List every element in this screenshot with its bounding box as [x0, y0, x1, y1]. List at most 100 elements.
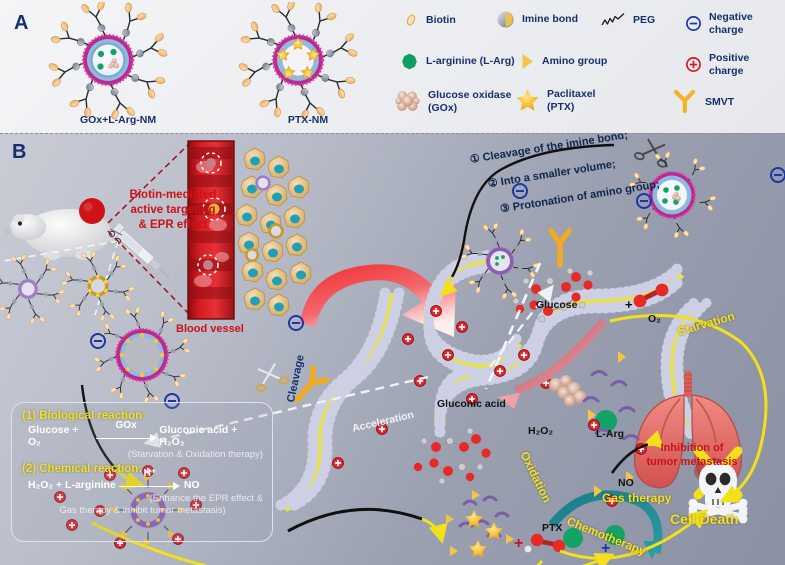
no-label: NO: [618, 477, 634, 489]
legend-item-positive-charge: Positive charge: [685, 52, 785, 78]
legend-item-peg: PEG: [600, 12, 655, 28]
positive-charge-icon: [686, 57, 701, 73]
reaction-box: (1) Biological reaction: Glucose + O₂ GO…: [11, 402, 273, 542]
circulating-nanoparticles: [197, 152, 226, 276]
glucose-to-gox-arrow: [514, 318, 608, 396]
legend-label-negative-charge: Negative charge: [709, 11, 753, 36]
reaction-1-arrow: GOx: [95, 420, 157, 444]
larg-to-no-arrow: [548, 490, 663, 554]
reaction-1-products: Gluconic acid + H₂O₂: [159, 424, 238, 448]
reaction-2-note-2: Gas therapy & inhibit tumor metastasis): [59, 505, 226, 516]
legend-item-smvt: SMVT: [672, 89, 734, 115]
panel-a-label: A: [14, 12, 29, 34]
nanoparticle-cleaved-left: [92, 305, 192, 405]
big-red-arrow: [300, 264, 456, 337]
legend-label-glucose-oxidase: Glucose oxidase (GOx): [428, 88, 512, 114]
blood-vessel-illustration: [187, 140, 235, 320]
legend-label-amino-group: Amino group: [542, 55, 608, 68]
gas-therapy-label: Gas therapy: [602, 491, 672, 505]
panel-a: A: [0, 0, 785, 133]
reaction-2-title: (2) Chemical reaction:: [22, 463, 143, 475]
released-ptx-polymer: [446, 490, 514, 558]
targeting-callout: Biotin-mediated active targeting & EPR e…: [129, 189, 217, 232]
l-arg-label: L-Arg: [596, 428, 624, 440]
inhibition-label: Inhibition of tumor metastasis: [646, 442, 738, 469]
starvation-arrow: [609, 313, 768, 503]
reaction-1-equation: Glucose + O₂ GOx Gluconic acid + H₂O₂: [28, 420, 263, 449]
oxygen-label: O₂: [648, 313, 661, 325]
gluconic-acid-label: Gluconic acid: [437, 398, 506, 410]
negative-charge-icon: [686, 16, 701, 32]
mouse-illustration: [3, 198, 138, 260]
legend-label-peg: PEG: [633, 13, 656, 26]
l-arginine-icon: [402, 53, 417, 70]
reaction-2-reactants: H₂O₂ + L-arginine: [28, 478, 116, 491]
peg-icon: [601, 13, 625, 26]
blood-vessel-label: Blood vessel: [176, 323, 244, 335]
glucose-label: Glucose: [536, 299, 578, 311]
legend-label-smvt: SMVT: [705, 95, 735, 108]
panel-a-nanoparticle-diagrams: [45, 2, 361, 120]
reaction-1-title: (1) Biological reaction:: [22, 410, 146, 422]
nanoparticle-small-ptx: [57, 249, 139, 323]
reaction-2-equation: H₂O₂ + L-arginine H⁺ NO: [28, 468, 263, 492]
legend-item-glucose-oxidase: Glucose oxidase (GOx): [394, 88, 511, 115]
nanoparticle-ptx: [235, 2, 361, 120]
legend-item-imine-bond: Imine bond: [496, 10, 578, 29]
legend-item-paclitaxel: Paclitaxel (PTX): [515, 88, 595, 114]
nanoparticle-gox-larg: [45, 2, 171, 120]
oxygen-molecule: [633, 283, 669, 308]
nanoparticle-label-gox: GOx+L-Arg-NM: [79, 114, 157, 126]
cell-death-label: Cell Death: [670, 511, 739, 527]
dashed-arrow-up: [489, 284, 554, 368]
panel-b: +: [0, 133, 785, 565]
svg-text:+: +: [514, 535, 523, 552]
reaction-2-products: NO: [183, 478, 200, 491]
chemotherapy-arrow: [91, 521, 615, 565]
glucose-oxidase-icon: [395, 91, 420, 111]
ptx-label: PTX: [542, 522, 563, 534]
syringe-illustration: [109, 222, 170, 278]
scissors-icon-left: [255, 362, 290, 393]
mechanism-steps: ① Cleavage of the imine bond; ② Into a s…: [469, 133, 660, 216]
panel-b-label: B: [12, 141, 27, 163]
gox-enzyme-center: [549, 375, 587, 407]
nanoparticle-entering-cell: [457, 221, 543, 301]
svg-text:+: +: [625, 297, 633, 312]
reaction-2-catalyst: H⁺: [143, 468, 157, 479]
legend-item-l-arginine: L-arginine (L-Arg): [400, 52, 515, 71]
svg-text:+: +: [601, 540, 610, 557]
legend-label-biotin: Biotin: [426, 13, 456, 26]
legend-label-positive-charge: Positive charge: [709, 52, 750, 77]
reaction-2-note-1: (Enhance the EPR effect &: [149, 493, 263, 504]
steps-curve-top: [501, 143, 615, 171]
reaction-2-arrow: H⁺: [118, 468, 181, 492]
cell-membrane-middle: [271, 287, 405, 513]
cleavage-arrow: [114, 467, 145, 490]
legend-item-amino-group: Amino group: [520, 52, 607, 71]
legend-item-biotin: Biotin: [403, 12, 456, 28]
legend-item-negative-charge: Negative charge: [685, 11, 785, 37]
glucose-molecule: [512, 267, 594, 323]
reaction-1-catalyst: GOx: [115, 419, 137, 431]
legend-label-l-arginine: L-arginine (L-Arg): [426, 55, 515, 68]
reaction-1-reactants: Glucose + O₂: [28, 424, 79, 448]
nanoparticle-protonated: [111, 474, 185, 546]
tumor-cell-cluster: [235, 147, 312, 317]
nanoparticle-small-gox: [0, 252, 69, 326]
dashed-arrow-acceleration: [143, 375, 429, 448]
h2o2-label: H₂O₂: [528, 425, 554, 437]
amino-group-icon: [522, 54, 533, 69]
oxidation-arrow: [536, 560, 544, 565]
paclitaxel-icon: [516, 89, 539, 111]
legend-label-paclitaxel: Paclitaxel (PTX): [547, 88, 596, 113]
smvt-icon: [673, 89, 696, 114]
smvt-receptors: [294, 228, 572, 403]
amino-triangles-center: [588, 351, 634, 497]
cell-membrane-upper: [434, 260, 686, 438]
imine-bond-icon: [497, 11, 514, 28]
panel-divider: [0, 133, 785, 134]
panel-b-graphics: +: [0, 138, 785, 565]
reaction-1-note: (Starvation & Oxidation therapy): [127, 449, 263, 460]
